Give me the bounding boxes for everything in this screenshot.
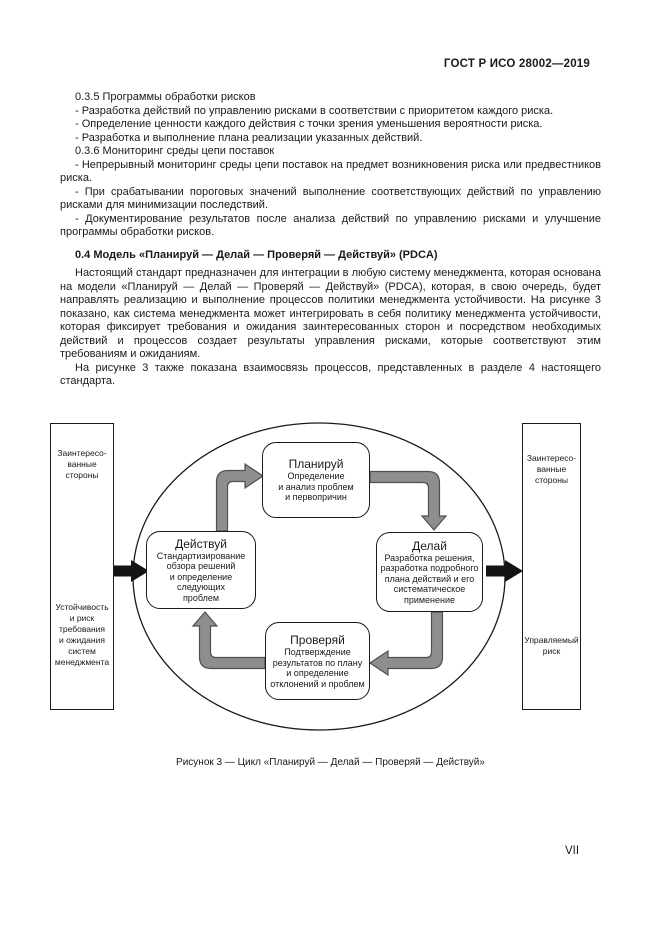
paragraph: - Непрерывный мониторинг среды цепи пост…: [60, 158, 601, 185]
check-node-desc: Подтверждение результатов по плану и опр…: [270, 647, 365, 689]
input-requirements-label: Устойчивость и риск требования и ожидани…: [54, 602, 110, 667]
stakeholders-output-panel: Заинтересо- ванные стороны Управляемый р…: [522, 423, 581, 710]
paragraph: На рисунке 3 также показана взаимосвязь …: [60, 361, 601, 388]
act-to-plan-arrow: [215, 462, 265, 532]
paragraph: 0.3.6 Мониторинг среды цепи поставок: [75, 145, 275, 157]
output-arrow: [486, 560, 523, 582]
do-to-check-arrow: [368, 611, 444, 677]
check-node: Проверяй Подтверждение результатов по пл…: [265, 622, 370, 700]
act-node: Действуй Стандартизирование обзора решен…: [146, 531, 256, 609]
paragraph: - Разработка и выполнение плана реализац…: [75, 131, 423, 144]
pdca-diagram: Заинтересо- ванные стороны Устойчивость …: [0, 420, 661, 750]
managed-risk-label: Управляемый риск: [524, 635, 579, 656]
page-number: VII: [564, 845, 580, 857]
stakeholders-label: Заинтересо- ванные стороны: [526, 453, 577, 485]
section-heading: 0.4 Модель «Планируй — Делай — Проверяй …: [75, 248, 438, 261]
stakeholders-label: Заинтересо- ванные стороны: [57, 448, 107, 480]
do-node: Делай Разработка решения, разработка под…: [376, 532, 483, 612]
do-node-desc: Разработка решения, разработка подробног…: [380, 552, 479, 605]
paragraph: - Разработка действий по управлению риск…: [75, 104, 554, 117]
pdca-diagram-canvas: [108, 422, 523, 731]
input-arrow: [108, 560, 149, 582]
paragraph: - Документирование результатов после ана…: [60, 212, 601, 239]
stakeholders-input-panel: Заинтересо- ванные стороны Устойчивость …: [50, 423, 114, 710]
check-node-title: Проверяй: [290, 633, 345, 647]
paragraph: 0.3.5 Программы обработки рисков: [75, 91, 256, 103]
act-node-desc: Стандартизирование обзора решений и опре…: [156, 550, 246, 603]
act-node-title: Действуй: [175, 536, 227, 551]
body-text: 0.3.5 Программы обработки рисков - Разра…: [60, 91, 601, 389]
paragraph: - Определение ценности каждого действия …: [75, 118, 543, 130]
plan-to-do-arrow: [369, 470, 448, 531]
paragraph: - При срабатывании пороговых значений вы…: [60, 185, 601, 212]
check-to-act-arrow: [191, 611, 266, 670]
doc-code: ГОСТ Р ИСО 28002—2019: [443, 58, 590, 70]
figure-caption: Рисунок 3 — Цикл «Планируй — Делай — Про…: [176, 757, 485, 768]
plan-node: Планируй Определение и анализ проблем и …: [262, 442, 370, 518]
paragraph: Настоящий стандарт предназначен для инте…: [60, 267, 601, 360]
plan-node-title: Планируй: [288, 457, 344, 472]
do-node-title: Делай: [412, 538, 447, 553]
plan-node-desc: Определение и анализ проблем и первоприч…: [278, 471, 354, 503]
